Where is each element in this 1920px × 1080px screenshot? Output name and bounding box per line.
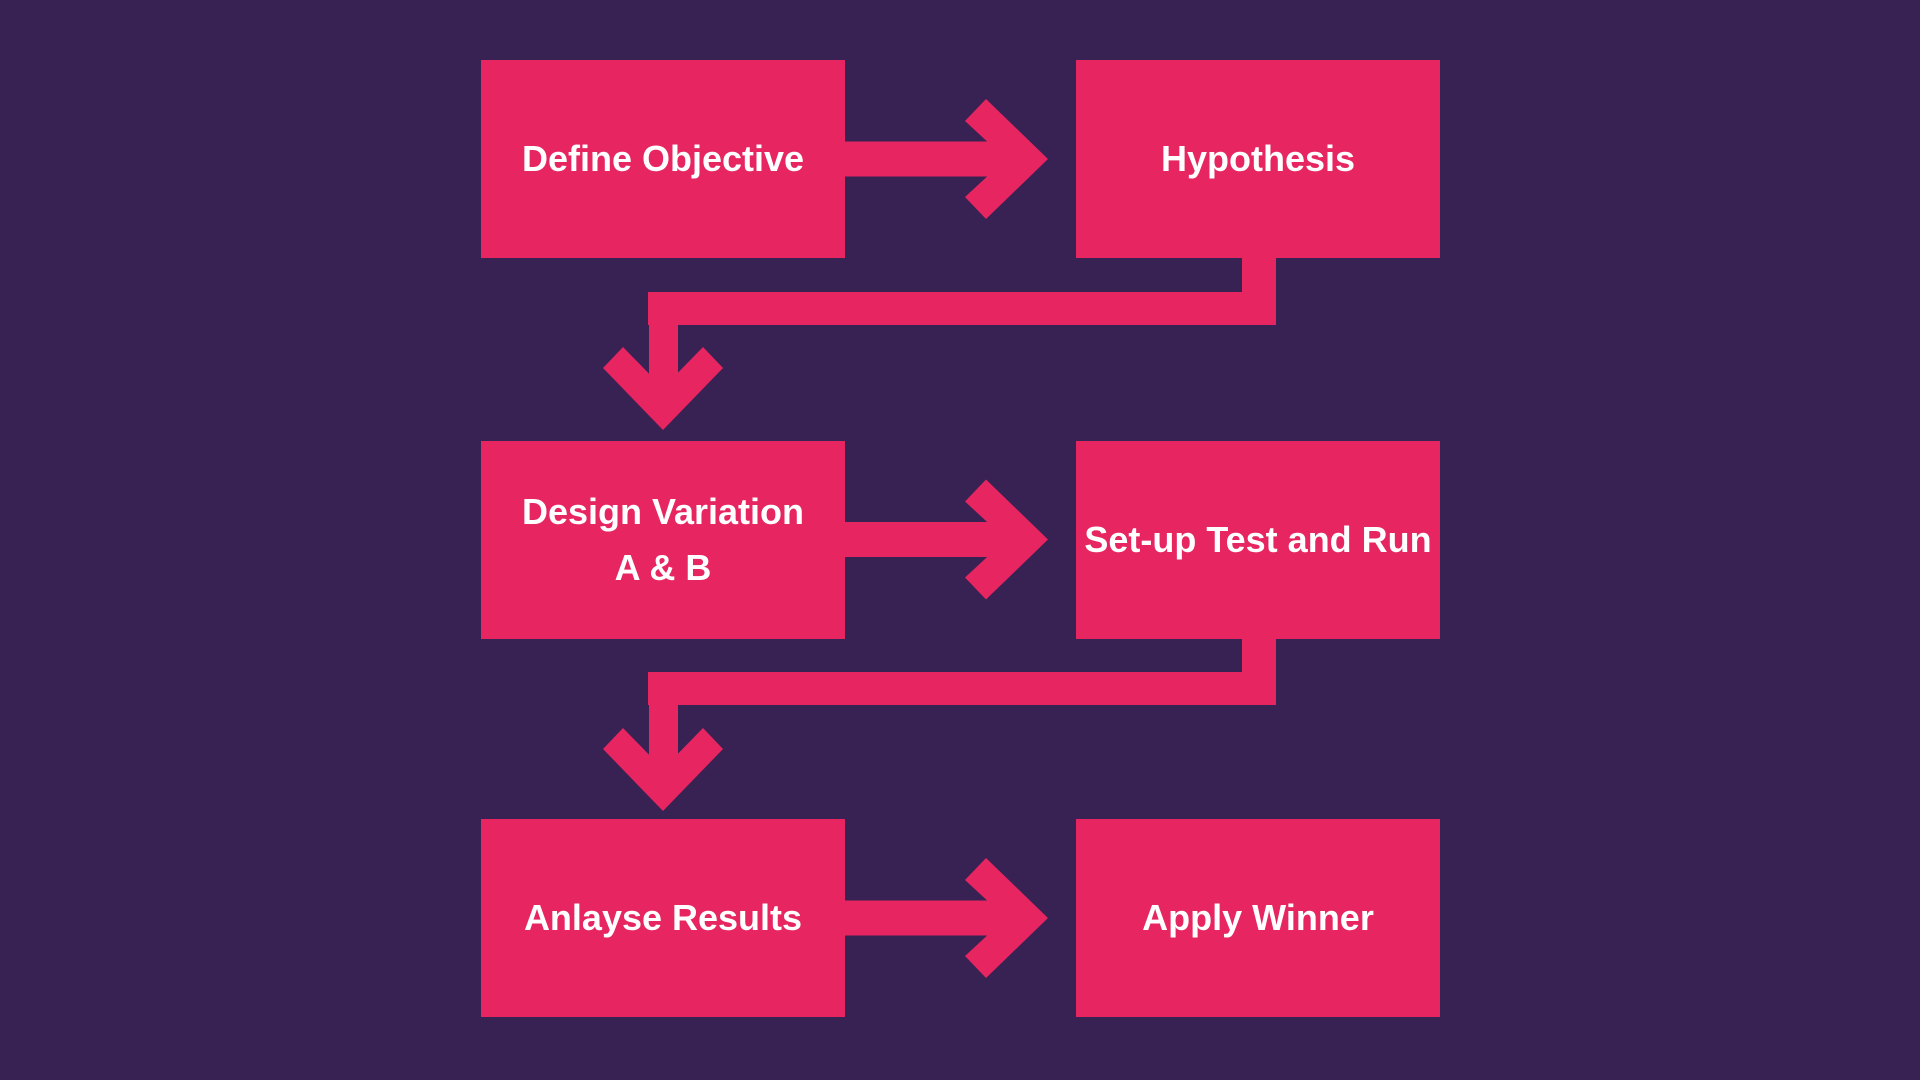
arrow-stem <box>649 672 678 772</box>
elbow-drop-segment <box>1242 639 1276 705</box>
node-setup-test-run: Set-up Test and Run <box>1076 441 1440 639</box>
node-label-line-2: A & B <box>614 547 712 588</box>
elbow-setup-to-analyse <box>603 639 1276 811</box>
node-label: Set-up Test and Run <box>1084 519 1432 561</box>
node-define-objective: Define Objective <box>481 60 845 258</box>
node-label-line-1: Design Variation <box>521 491 805 533</box>
arrow-define-to-hypothesis <box>845 99 1048 219</box>
node-label: Anlayse Results <box>523 897 803 939</box>
arrow-analyse-to-apply <box>845 858 1048 978</box>
arrow-down-head-icon <box>603 347 723 430</box>
node-label: Define Objective <box>521 138 805 180</box>
arrow-right-head-icon <box>965 99 1048 219</box>
arrow-right-head-icon <box>965 479 1048 600</box>
node-hypothesis: Hypothesis <box>1076 60 1440 258</box>
arrow-design-to-setup <box>845 479 1048 600</box>
elbow-horizontal-segment <box>648 672 1276 705</box>
node-analyse-results: Anlayse Results <box>481 819 845 1017</box>
node-apply-winner: Apply Winner <box>1076 819 1440 1017</box>
node-design-variation: Design Variation A & B <box>481 441 845 639</box>
arrow-right-head-icon <box>965 858 1048 978</box>
arrow-stem <box>845 141 1008 177</box>
elbow-horizontal-segment <box>648 292 1276 325</box>
node-label: Apply Winner <box>1142 897 1374 939</box>
arrow-down-head-icon <box>603 728 723 811</box>
arrow-stem <box>649 292 678 392</box>
elbow-hypothesis-to-design <box>603 258 1276 430</box>
node-label: Hypothesis <box>1160 138 1356 180</box>
arrow-stem <box>845 900 1008 936</box>
arrow-stem <box>845 522 1008 557</box>
elbow-drop-segment <box>1242 258 1276 325</box>
